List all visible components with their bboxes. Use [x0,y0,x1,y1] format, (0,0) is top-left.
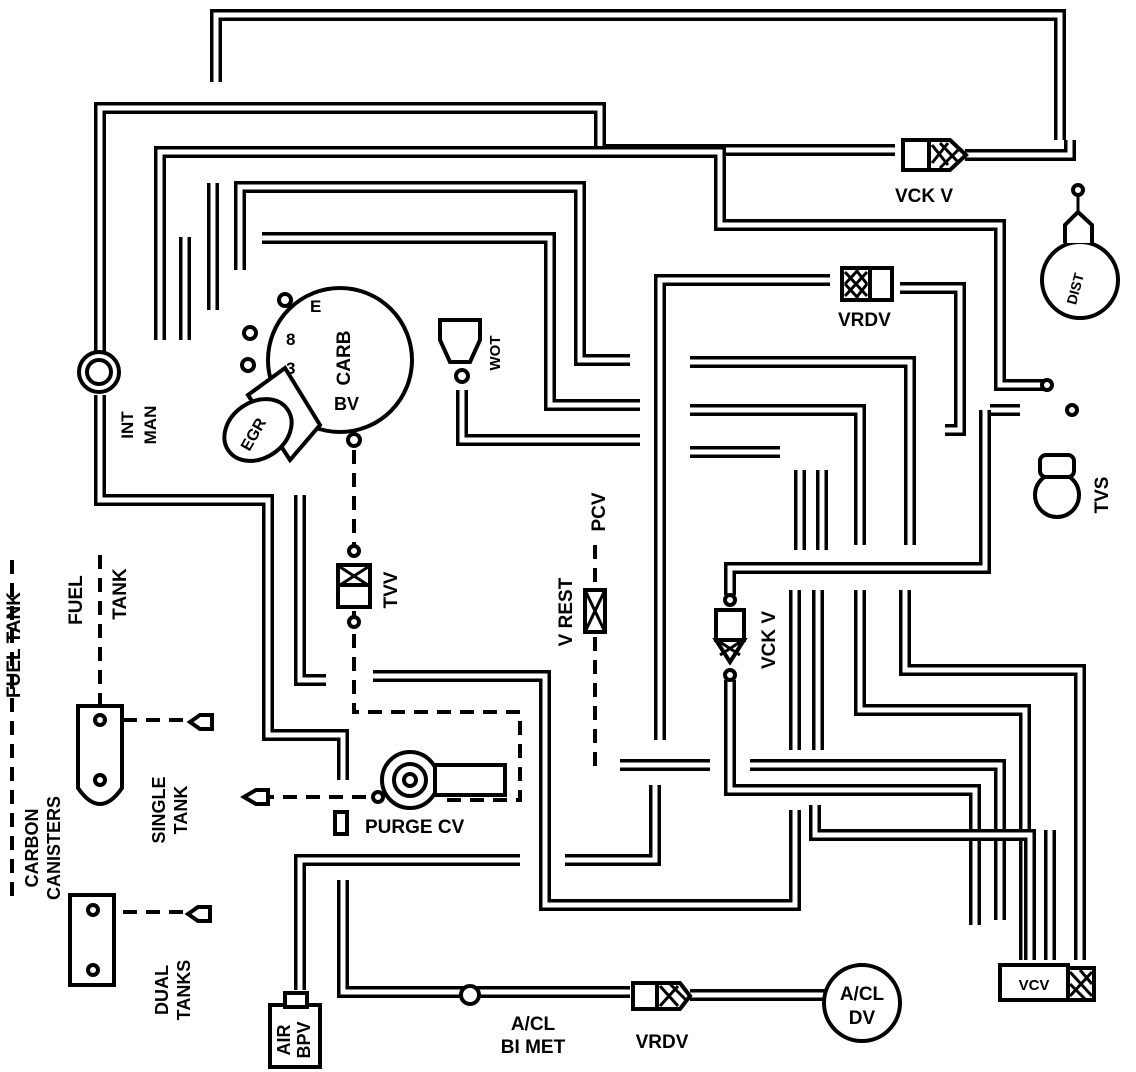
label-carbon: CARBON [22,809,42,888]
label-man: MAN [141,406,160,445]
label-v-rest: V REST [556,577,577,646]
purge-control-valve [371,750,507,810]
carburetor [222,286,414,464]
vrdv-bottom [631,981,693,1011]
label-dual-tanks: TANKS [174,960,194,1021]
acl-delay-valve [822,963,902,1043]
vck-valve-mid [712,593,748,682]
label-tvv: TVV [381,571,402,608]
label-pcv: PCV [589,492,610,531]
label-carb: CARB [334,331,355,386]
label-tvs: TVS [1092,477,1113,514]
label-acl-dv-2: DV [849,1008,876,1029]
label-bpv: BPV [294,1021,314,1058]
distributor [1040,183,1120,320]
label-vrdv-bottom: VRDV [636,1032,689,1053]
label-fuel: FUEL [66,575,87,625]
label-air: AIR [274,1025,294,1056]
label-vck-v-mid: VCK V [759,611,780,669]
label-vcv: VCV [1019,977,1050,994]
label-canisters: CANISTERS [44,796,64,900]
label-vrdv-top: VRDV [838,310,891,331]
purge-fitting [333,810,349,836]
label-vck-v-top: VCK V [895,186,953,207]
label-acl-dv-1: A/CL [840,984,885,1005]
label-int: INT [118,411,137,439]
label-purge-cv: PURGE CV [365,817,465,838]
label-dual: DUAL [152,965,172,1015]
air-bypass-valve [268,991,322,1069]
carbon-canister-single [76,704,124,806]
carbon-canister-dual [68,893,116,987]
label-single-tank: TANK [171,786,191,835]
hose-top-loop [210,9,1066,140]
hose-int-man-main [94,102,895,355]
wot-valve [438,318,482,384]
tvs-switch [1033,378,1081,519]
label-port-8: 8 [286,330,295,349]
label-port-3: 3 [286,359,295,378]
labels: VCK V DIST VRDV E 8 3 CARB BV WOT EGR IN… [4,186,1113,1059]
label-tank: TANK [110,568,131,620]
vcv-valve [998,963,1096,1002]
label-fuel-tank-left: FUEL TANK [4,592,25,698]
label-port-e: E [310,297,321,316]
vacuum-hoses [94,9,1086,1001]
label-bv: BV [334,394,359,414]
vrdv-top [840,266,894,302]
label-acl-bimet-1: A/CL [511,1014,556,1035]
acl-bimet-sensor [459,984,481,1006]
label-wot: WOT [487,336,504,371]
label-single: SINGLE [149,776,169,843]
vck-valve-top [901,138,969,172]
v-rest-valve [583,588,607,634]
int-man-fitting [77,350,121,394]
hose-int-man-down [94,395,349,780]
tvv-valve [336,544,372,629]
label-acl-bimet-2: BI MET [501,1037,566,1058]
fuel-tank-arrows [184,713,270,923]
